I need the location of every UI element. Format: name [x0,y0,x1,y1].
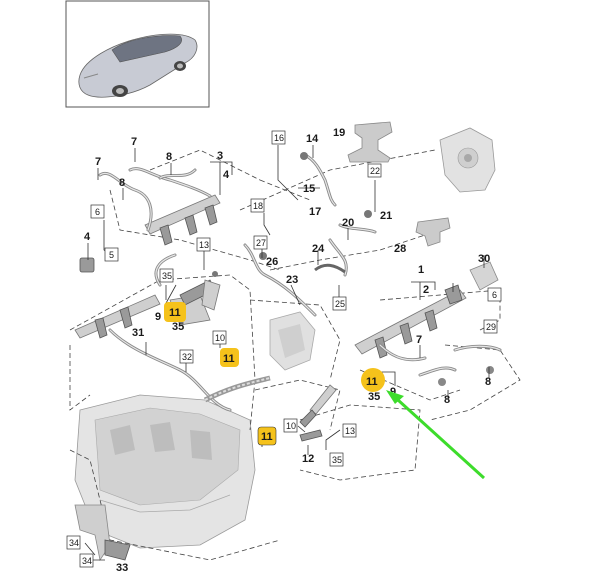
label-17: 17 [309,206,321,218]
box-35b: 35 [332,455,342,465]
box-25: 25 [335,299,345,309]
box-35: 35 [162,271,172,281]
label-12: 12 [302,453,314,465]
label-7c: 7 [416,334,422,346]
label-9: 9 [155,311,161,323]
label-30: 30 [478,253,490,265]
cover-part [269,311,316,371]
fuel-rail-right [354,261,502,386]
box-5: 5 [109,250,114,260]
box-6b: 6 [492,290,497,300]
box-10: 10 [215,333,225,343]
highlight-11-right-bg [361,368,385,392]
highlighted-labels[interactable]: 11 35 11 11 11 [164,302,385,446]
label-8: 8 [166,151,172,163]
label-26: 26 [266,256,278,268]
label-7: 7 [95,156,101,168]
green-arrow-pointer [386,390,486,480]
label-19: 19 [333,127,345,139]
boxed-labels: 16 22 18 27 6 5 13 35 25 6 29 10 32 10 1… [66,130,502,568]
car-icon [78,33,198,98]
label-35c: 35 [368,391,380,403]
label-4b: 4 [84,231,91,243]
vehicle-thumbnail[interactable] [65,0,210,108]
label-35-left: 35 [172,321,184,333]
box-13b: 13 [345,426,355,436]
box-34b: 34 [82,556,92,566]
label-2: 2 [423,284,429,296]
box-34: 34 [69,538,79,548]
label-20: 20 [342,217,354,229]
box-13: 13 [199,240,209,250]
label-9b: 9 [390,386,396,398]
highlight-11-mid-bg [220,348,239,367]
highlight-11-left[interactable]: 11 [169,307,181,319]
box-16: 16 [274,133,284,143]
engine-block [74,394,256,549]
engine-upper-right [439,127,496,193]
label-3: 3 [217,150,223,162]
bracket-19 [347,121,393,163]
label-28: 28 [394,243,406,255]
fuel-rail-upper [98,167,221,246]
highlight-11-lower-bg [257,426,277,446]
box-32: 32 [182,352,192,362]
small-parts [74,152,372,562]
highlight-11-lower[interactable]: 11 [261,431,273,443]
box-29: 29 [486,322,496,332]
label-8d: 8 [485,376,491,388]
label-8b: 8 [119,177,125,189]
box-6: 6 [95,207,100,217]
label-24: 24 [312,243,325,255]
label-8c: 8 [444,394,450,406]
box-18: 18 [253,201,263,211]
label-1: 1 [418,264,424,276]
box-22: 22 [370,166,380,176]
label-33: 33 [116,562,128,571]
callout-labels: 7 7 8 8 3 4 4 14 19 15 17 20 21 24 26 28… [84,127,491,574]
label-21: 21 [380,210,392,222]
injector-lower [299,384,337,442]
label-7b: 7 [131,136,137,148]
label-4: 4 [223,169,230,181]
highlight-11-right[interactable]: 11 [366,376,378,388]
label-31: 31 [132,327,144,339]
dashed-guides [69,149,521,561]
label-15: 15 [303,183,315,195]
fuel-rail-lower [74,253,232,412]
box-10b: 10 [286,421,296,431]
highlight-11-left-bg [164,302,186,322]
box-27: 27 [256,238,266,248]
middle-pipes [203,153,377,403]
label-23: 23 [286,274,298,286]
highlight-11-mid[interactable]: 11 [223,353,235,365]
bracket-28 [415,217,451,247]
label-14: 14 [306,133,319,145]
